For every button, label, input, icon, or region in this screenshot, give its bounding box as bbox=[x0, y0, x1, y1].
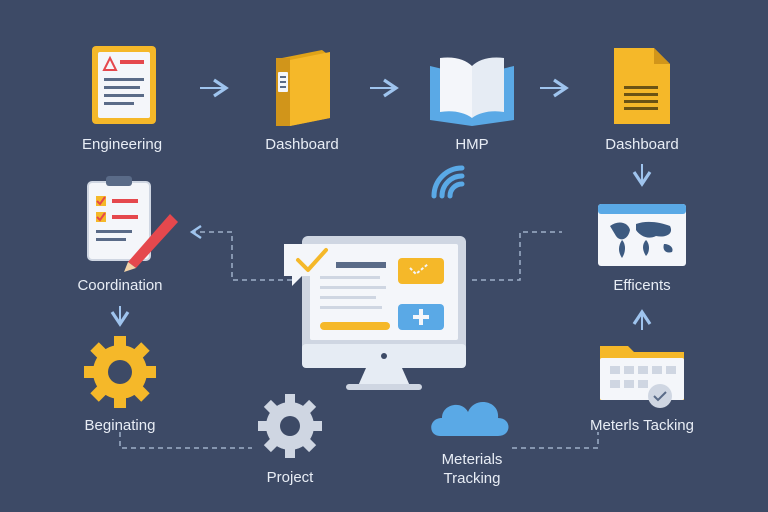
label-materials-line2: Tracking bbox=[443, 470, 501, 487]
label-dashboard-binder: Dashboard bbox=[265, 136, 339, 153]
dashed-connectors bbox=[119, 225, 599, 449]
label-beginating: Beginating bbox=[84, 417, 156, 434]
label-hmp: HMP bbox=[455, 136, 489, 153]
clipboard-pencil-icon bbox=[87, 176, 178, 272]
world-map-window-icon bbox=[598, 204, 686, 266]
label-meterls-tacking: Meterls Tacking bbox=[590, 417, 694, 434]
document-warning-icon bbox=[92, 46, 156, 124]
open-book-icon bbox=[430, 57, 514, 126]
monitor-dashboard-icon bbox=[302, 236, 466, 390]
label-engineering: Engineering bbox=[81, 136, 163, 153]
calendar-folder-icon bbox=[600, 346, 684, 408]
wifi-signal-icon bbox=[431, 165, 465, 199]
file-icon bbox=[614, 48, 670, 124]
label-coordination: Coordination bbox=[77, 277, 163, 294]
cloud-icon bbox=[431, 401, 509, 436]
checkmark-icon bbox=[284, 244, 336, 286]
binder-icon bbox=[276, 50, 330, 126]
yellow-gear-icon bbox=[84, 336, 156, 408]
label-materials-line1: Meterials bbox=[441, 451, 503, 468]
label-project: Project bbox=[266, 469, 314, 486]
label-dashboard-file: Dashboard bbox=[605, 136, 679, 153]
label-efficents: Efficents bbox=[613, 277, 671, 294]
gray-gear-icon bbox=[258, 394, 322, 458]
